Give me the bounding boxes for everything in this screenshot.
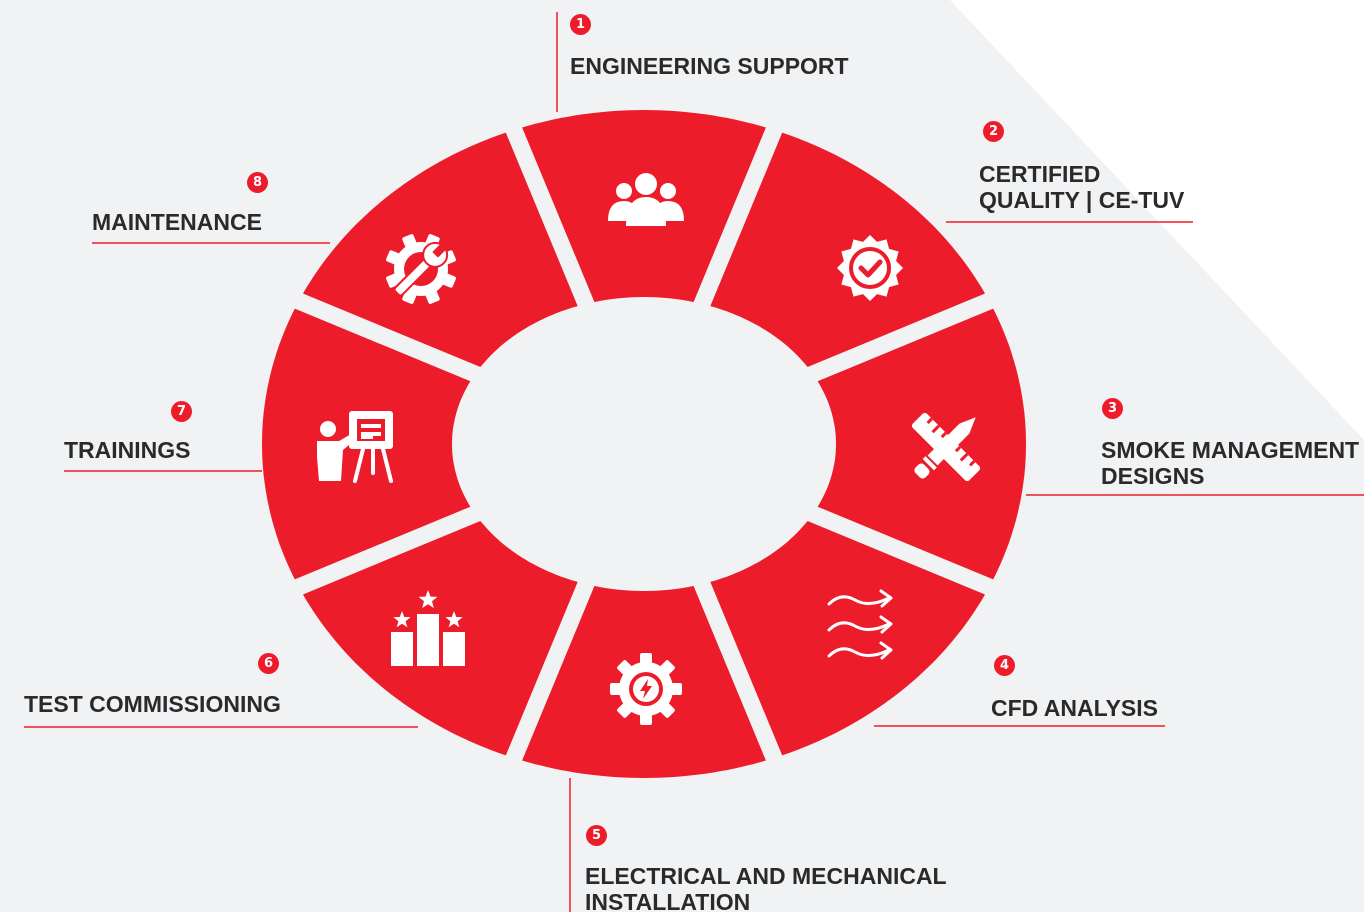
podium-stars-icon (391, 590, 465, 666)
segment-4 (710, 521, 985, 756)
service-label-line: CFD ANALYSIS (991, 695, 1158, 721)
service-label-line: ENGINEERING SUPPORT (570, 53, 849, 79)
corner-cutout (950, 0, 1364, 440)
airflow-icon (827, 589, 893, 660)
step-number-badge: 2 (983, 121, 1004, 142)
team-icon (608, 173, 684, 226)
service-label-line: MAINTENANCE (92, 209, 262, 235)
service-label-line: INSTALLATION (585, 889, 751, 915)
service-label-6: TEST COMMISSIONING (24, 691, 281, 717)
step-number-badge: 7 (171, 401, 192, 422)
step-number-badge: 1 (570, 14, 591, 35)
electric-gear-icon (610, 653, 682, 725)
step-number-badge: 4 (994, 655, 1015, 676)
service-label-7: TRAININGS (64, 437, 191, 463)
service-label-line: QUALITY | CE-TUV (979, 187, 1185, 213)
ruler-pencil-icon (911, 412, 981, 482)
segment-3 (817, 308, 1026, 580)
certified-badge-icon (837, 235, 903, 301)
step-number-badge: 3 (1102, 398, 1123, 419)
presentation-icon (317, 411, 393, 483)
service-label-line: DESIGNS (1101, 463, 1205, 489)
segment-6 (303, 521, 578, 756)
service-label-line: CERTIFIED (979, 161, 1101, 187)
service-label-8: MAINTENANCE (92, 209, 262, 235)
step-number-badge: 6 (258, 653, 279, 674)
step-number-badge: 8 (247, 172, 268, 193)
service-label-line: SMOKE MANAGEMENT (1101, 437, 1360, 463)
service-label-line: ELECTRICAL AND MECHANICAL (585, 863, 947, 889)
service-label-line: TRAININGS (64, 437, 191, 463)
service-label-1: ENGINEERING SUPPORT (570, 53, 849, 79)
service-label-4: CFD ANALYSIS (991, 695, 1158, 721)
step-number-badge: 5 (586, 825, 607, 846)
service-label-line: TEST COMMISSIONING (24, 691, 281, 717)
gear-wrench-icon (386, 234, 456, 304)
